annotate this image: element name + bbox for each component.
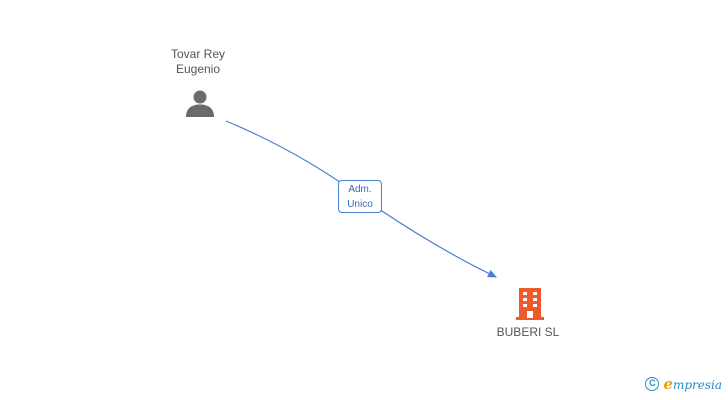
person-name-line1: Tovar Rey <box>170 47 226 61</box>
brand-logo: empresia <box>663 375 722 393</box>
person-icon[interactable] <box>185 89 215 117</box>
brand-logo-initial: e <box>663 375 673 393</box>
brand-watermark: C empresia <box>645 374 722 394</box>
company-name-label[interactable]: BUBERI SL <box>496 325 560 339</box>
building-icon[interactable] <box>514 287 546 321</box>
relation-label-line2: Unico <box>347 199 373 210</box>
relation-label[interactable]: Adm. Unico <box>338 180 382 213</box>
person-name-line2: Eugenio <box>175 62 221 76</box>
brand-logo-text: mpresia <box>672 378 722 392</box>
copyright-icon: C <box>645 377 660 391</box>
relation-label-line1: Adm. <box>348 184 372 195</box>
person-name-label[interactable]: Tovar Rey Eugenio <box>150 47 246 77</box>
